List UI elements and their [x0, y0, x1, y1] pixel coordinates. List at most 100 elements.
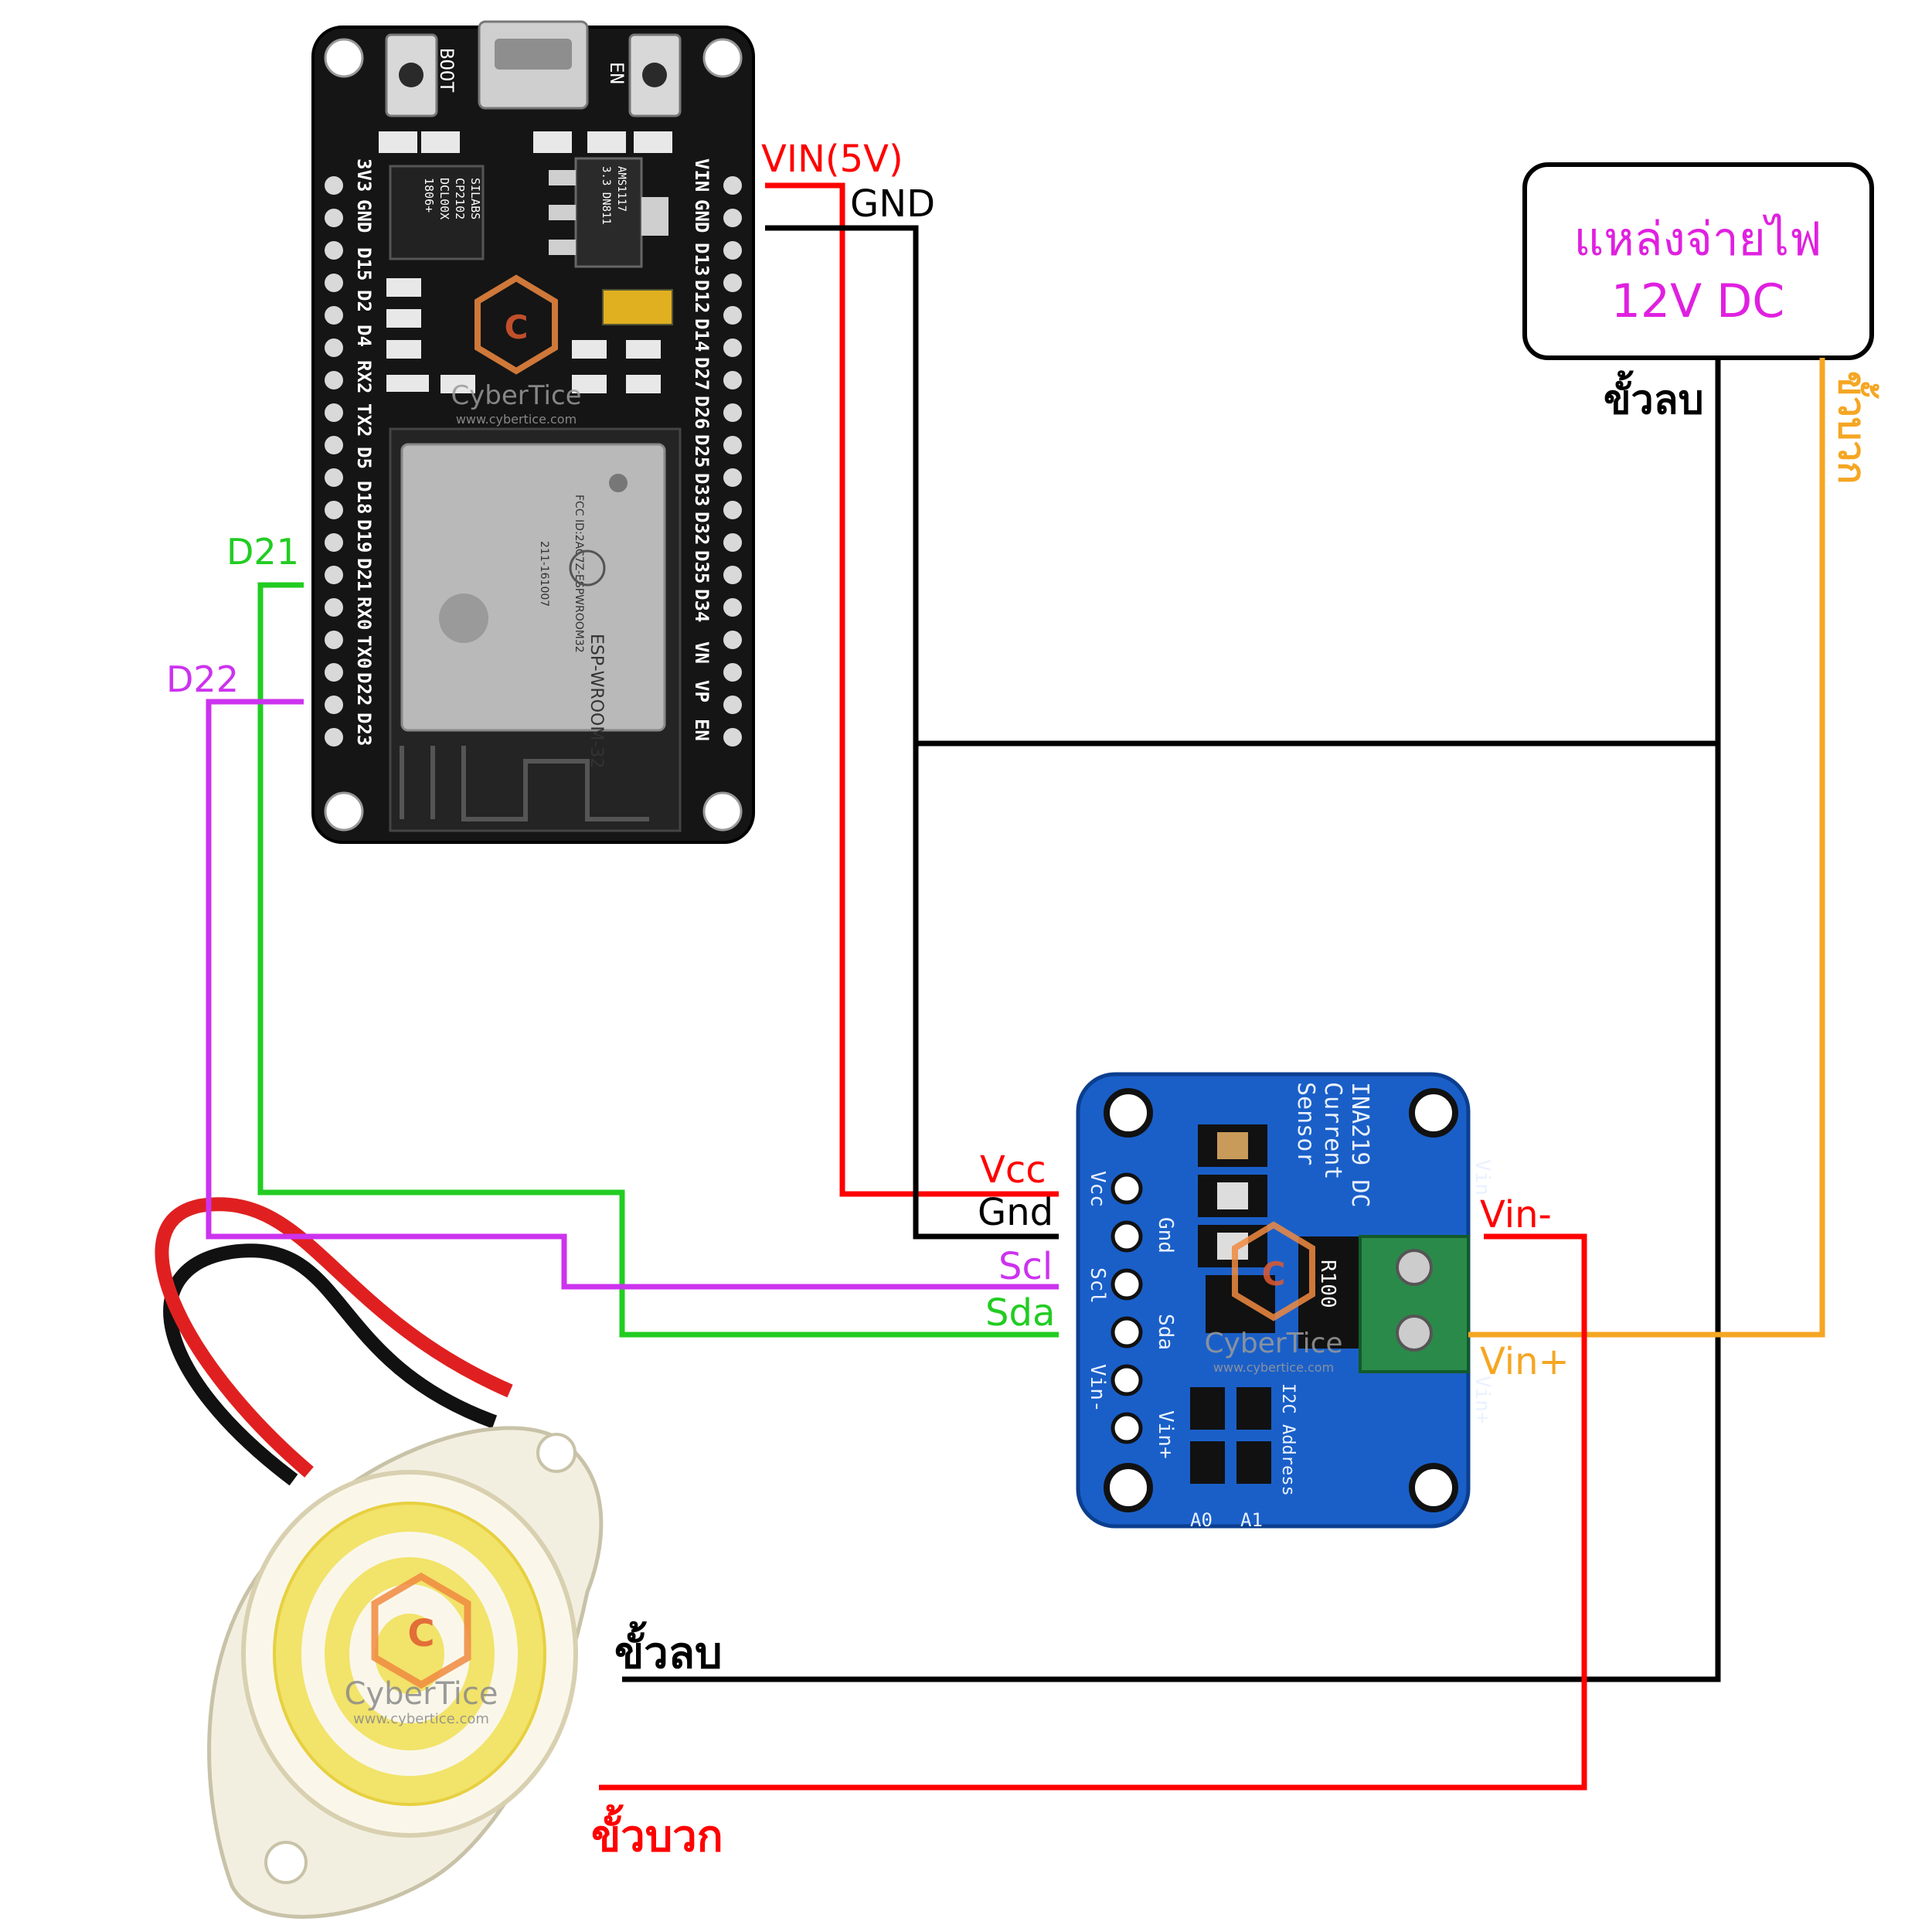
- right-pin-label-d33: D33: [691, 473, 713, 506]
- header-pin[interactable]: [325, 403, 343, 422]
- label-vcc: Vcc: [980, 1148, 1046, 1192]
- svg-text:CyberTice: CyberTice: [1204, 1328, 1342, 1359]
- header-pin[interactable]: [325, 338, 343, 357]
- wire-vin-5v: [765, 182, 1059, 1197]
- header-pin[interactable]: [723, 209, 742, 227]
- header-pin[interactable]: [325, 241, 343, 260]
- label-buzzer-negative: ขั้วลบ: [614, 1621, 723, 1679]
- header-pin[interactable]: [723, 274, 742, 292]
- svg-text:211-161007: 211-161007: [538, 541, 550, 607]
- terminal-screw-vin-plus[interactable]: [1396, 1315, 1433, 1352]
- label-scl: Scl: [998, 1245, 1053, 1288]
- ina219-label-gnd: Gnd: [1154, 1217, 1177, 1253]
- ina219-label-vcc: Vcc: [1086, 1171, 1109, 1207]
- right-pin-label-d13: D13: [691, 243, 713, 276]
- watermark-logo: C CyberTice www.cybertice.com: [451, 274, 582, 427]
- voltage-regulator: AMS1117 3.3 DN811: [549, 157, 668, 268]
- ina219-pin-vcc[interactable]: [1111, 1172, 1143, 1205]
- svg-text:C: C: [505, 308, 529, 346]
- header-pin[interactable]: [723, 696, 742, 714]
- terminal-block: [1359, 1235, 1470, 1373]
- ina219-pin-vin-plus[interactable]: [1111, 1412, 1143, 1444]
- right-pin-label-gnd: GND: [691, 199, 713, 233]
- header-pin[interactable]: [325, 696, 343, 714]
- mount-hole: [702, 38, 743, 78]
- watermark-logo: C CyberTice www.cybertice.com: [1204, 1221, 1343, 1375]
- buzzer: [155, 1197, 604, 1919]
- mount-hole: [1104, 1463, 1153, 1512]
- usb-uart-chip: SILABS CP2102 DCL00X 1806+: [389, 165, 485, 260]
- left-pin-label-d2: D2: [353, 290, 375, 312]
- right-pin-label-d12: D12: [691, 280, 713, 313]
- left-pin-label-3v3: 3V3: [353, 158, 375, 192]
- left-pin-label-rx2: RX2: [353, 360, 375, 393]
- header-pin[interactable]: [723, 566, 742, 584]
- header-pin[interactable]: [325, 371, 343, 389]
- boot-label: BOOT: [436, 48, 457, 93]
- header-pin[interactable]: [723, 728, 742, 747]
- header-pin[interactable]: [325, 566, 343, 584]
- ina219-label-scl: Scl: [1086, 1267, 1109, 1304]
- header-pin[interactable]: [325, 176, 343, 195]
- header-pin[interactable]: [325, 274, 343, 292]
- ina219-subtitle-1: Current: [1319, 1082, 1346, 1179]
- power-supply-voltage: 12V DC: [1611, 274, 1785, 328]
- label-vin-minus: Vin-: [1480, 1193, 1552, 1236]
- right-pin-label-en: EN: [691, 719, 713, 741]
- svg-text:R100: R100: [1316, 1260, 1339, 1308]
- header-pin[interactable]: [325, 306, 343, 325]
- right-pin-label-d25: D25: [691, 434, 713, 468]
- svg-text:CyberTice: CyberTice: [345, 1676, 498, 1712]
- header-pin[interactable]: [723, 371, 742, 389]
- wire-psu-negative: [622, 358, 1721, 1682]
- mount-hole: [324, 791, 364, 832]
- ina219-pin-sda[interactable]: [1111, 1316, 1143, 1349]
- right-pin-label-d14: D14: [691, 318, 713, 352]
- header-pin[interactable]: [325, 631, 343, 649]
- ina219-label-vin-minus: Vin-: [1086, 1364, 1109, 1413]
- label-vin-5v: VIN(5V): [761, 138, 903, 181]
- wire-vin-minus: [599, 1233, 1587, 1791]
- header-pin[interactable]: [723, 338, 742, 357]
- header-pin[interactable]: [325, 436, 343, 454]
- left-pin-label-d23: D23: [353, 713, 375, 746]
- header-pin[interactable]: [325, 533, 343, 552]
- header-pin[interactable]: [325, 598, 343, 617]
- header-pin[interactable]: [325, 728, 343, 747]
- header-pin[interactable]: [723, 533, 742, 552]
- ina219-pin-vin-minus[interactable]: [1111, 1364, 1143, 1396]
- header-pin[interactable]: [723, 306, 742, 325]
- left-pin-label-d21: D21: [353, 558, 375, 591]
- header-pin[interactable]: [325, 501, 343, 519]
- terminal-screw-vin-minus[interactable]: [1396, 1249, 1433, 1286]
- ina219-pin-scl[interactable]: [1111, 1268, 1143, 1301]
- header-pin[interactable]: [325, 663, 343, 682]
- header-pin[interactable]: [723, 663, 742, 682]
- header-pin[interactable]: [723, 631, 742, 649]
- label-psu-negative: ขั้วลบ: [1604, 370, 1704, 423]
- terminal-label-vin-plus: Vin+: [1471, 1376, 1494, 1424]
- mount-hole: [702, 791, 743, 832]
- power-supply-box: แหล่งจ่ายไฟ 12V DC: [1522, 162, 1874, 360]
- svg-text:CP2102: CP2102: [453, 178, 467, 219]
- header-pin[interactable]: [723, 598, 742, 617]
- label-gnd: GND: [850, 182, 935, 226]
- header-pin[interactable]: [325, 468, 343, 487]
- ina219-pin-gnd[interactable]: [1111, 1220, 1143, 1253]
- header-pin[interactable]: [723, 501, 742, 519]
- label-buzzer-positive: ขั้วบวก: [591, 1804, 723, 1862]
- header-pin[interactable]: [325, 209, 343, 227]
- mount-hole: [1409, 1088, 1458, 1138]
- right-pin-label-d35: D35: [691, 550, 713, 583]
- header-pin[interactable]: [723, 403, 742, 422]
- mount-hole: [324, 38, 364, 78]
- label-d21: D21: [226, 531, 299, 573]
- left-header-pins: [325, 176, 343, 747]
- header-pin[interactable]: [723, 241, 742, 260]
- svg-text:FCC ID:2AC7Z-ESPWROOM32: FCC ID:2AC7Z-ESPWROOM32: [573, 495, 585, 653]
- header-pin[interactable]: [723, 468, 742, 487]
- header-pin[interactable]: [723, 436, 742, 454]
- wires: [206, 182, 1825, 1791]
- header-pin[interactable]: [723, 176, 742, 195]
